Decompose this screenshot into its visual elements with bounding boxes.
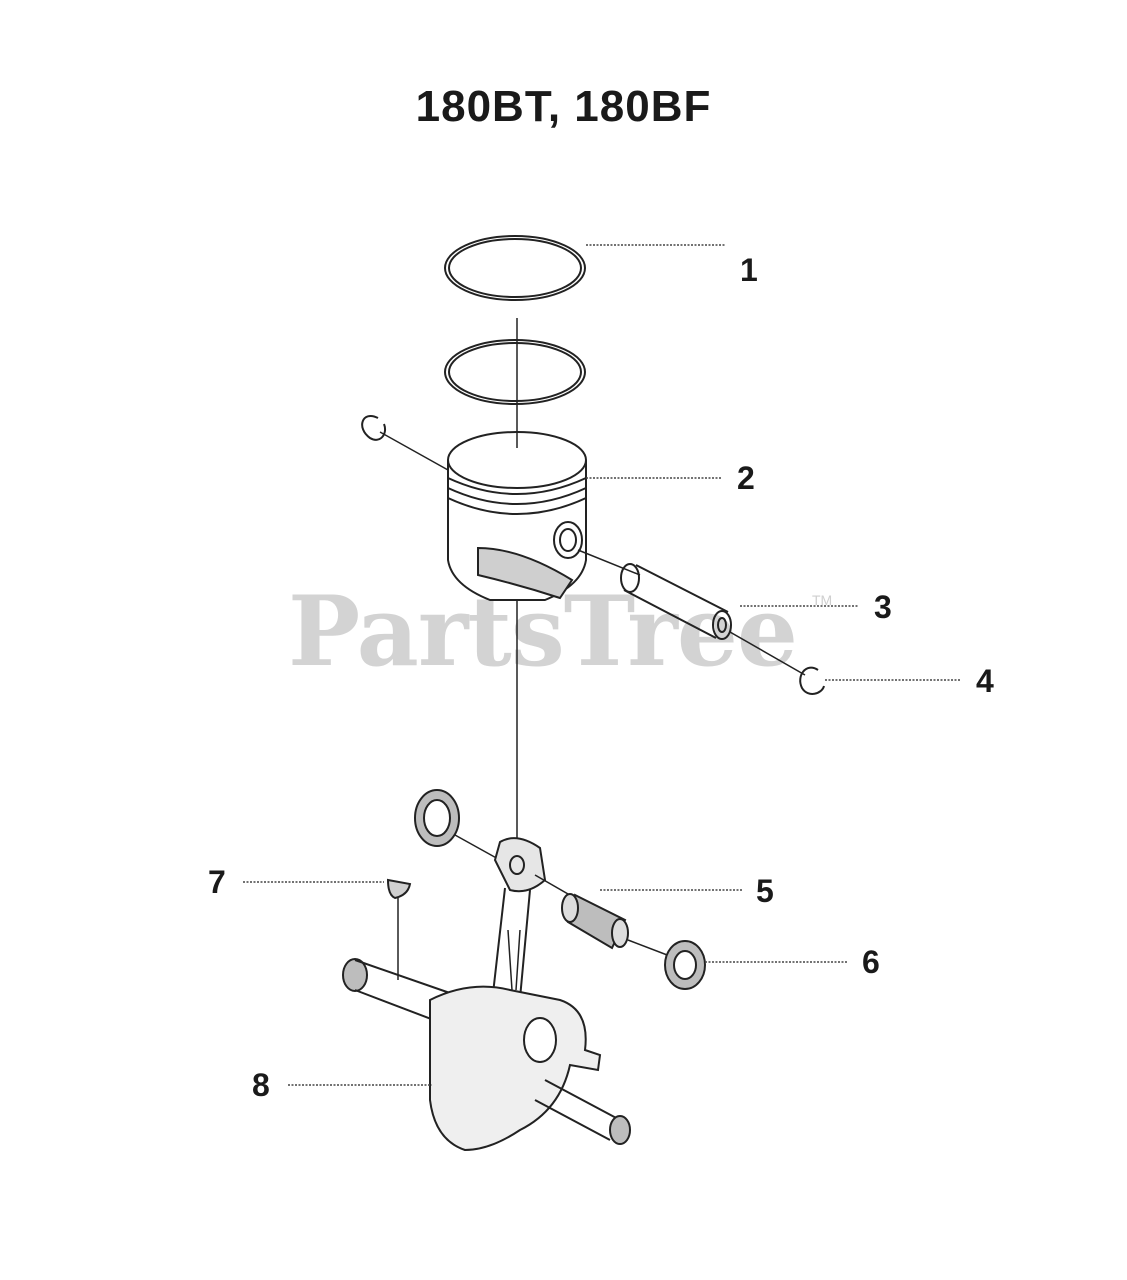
trademark-symbol: TM: [812, 592, 833, 608]
piston-ring-lower-shape: [444, 339, 586, 405]
crankshaft-shape: [342, 958, 631, 1152]
diagram-title: 180BT, 180BF: [415, 82, 712, 131]
thrust-washer-lower-shape: [664, 940, 706, 990]
callout-4: 4: [976, 663, 994, 699]
callout-1: 1: [740, 252, 758, 288]
callout-2: 2: [737, 460, 755, 496]
callout-5: 5: [756, 873, 774, 909]
needle-bearing-shape: [534, 874, 676, 959]
circlip-right-shape: [799, 666, 825, 695]
thrust-washer-upper-shape: [414, 789, 501, 861]
piston-pin-shape: [577, 549, 806, 676]
woodruff-key-shape: [386, 878, 412, 980]
callout-3: 3: [874, 589, 892, 625]
connecting-rod-shape: [489, 837, 547, 1021]
circlip-left-shape: [361, 415, 449, 471]
callout-7: 7: [208, 864, 226, 900]
callout-8: 8: [252, 1067, 270, 1103]
piston-shape: [447, 431, 587, 601]
callout-6: 6: [862, 944, 880, 980]
piston-ring-upper-shape: [444, 235, 586, 301]
